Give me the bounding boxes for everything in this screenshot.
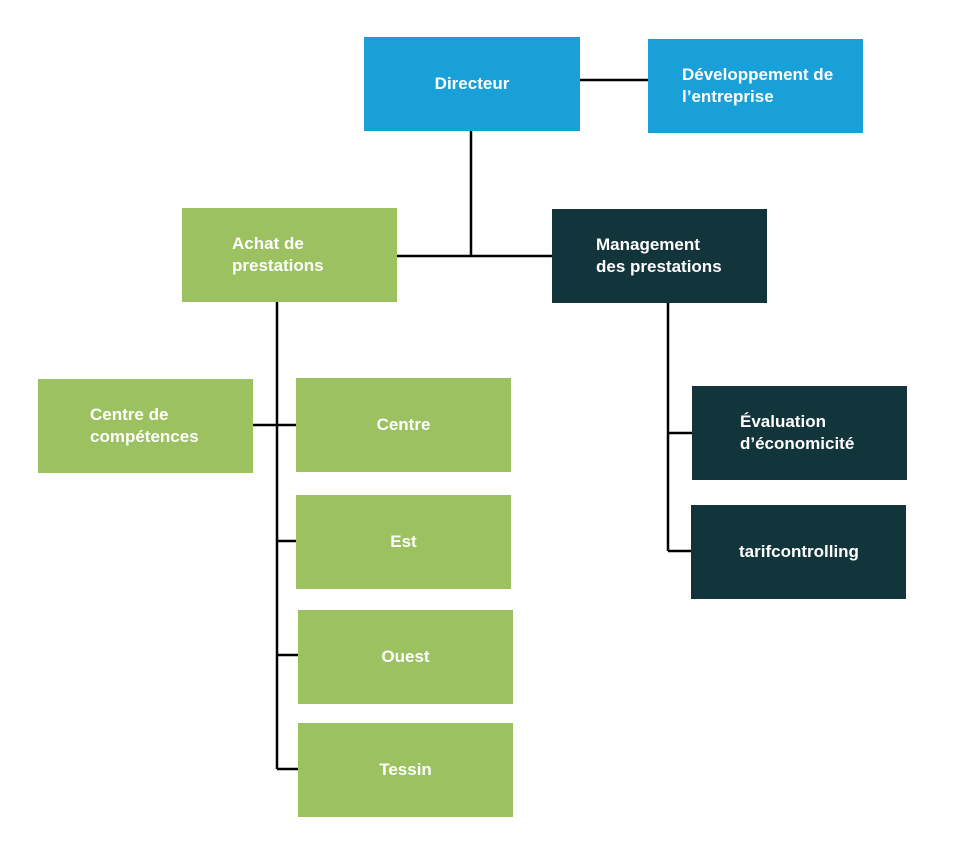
evaluation-box: Évaluation d’économicité <box>692 386 907 480</box>
management-box: Management des prestations <box>552 209 767 303</box>
region-label: Est <box>390 532 417 551</box>
evaluation-label: Évaluation d’économicité <box>740 412 855 453</box>
region-box-est: Est <box>296 495 511 589</box>
tarifcontrolling-label: tarifcontrolling <box>739 542 859 561</box>
region-box-centre: Centre <box>296 378 511 472</box>
region-label: Tessin <box>379 760 432 779</box>
tarifcontrolling-box: tarifcontrolling <box>691 505 906 599</box>
competence-center-box: Centre de compétences <box>38 379 253 473</box>
purchasing-label: Achat de prestations <box>232 234 324 275</box>
purchasing-box: Achat de prestations <box>182 208 397 302</box>
region-box-ouest: Ouest <box>298 610 513 704</box>
region-label: Centre <box>376 415 431 434</box>
business-development-box: Développement de l’entreprise <box>648 39 863 133</box>
director-box: Directeur <box>364 37 580 131</box>
director-label: Directeur <box>434 74 510 93</box>
competence-center-label: Centre de compétences <box>90 405 199 446</box>
region-label: Ouest <box>381 647 430 666</box>
business-development-label: Développement de l’entreprise <box>682 65 834 106</box>
region-box-tessin: Tessin <box>298 723 513 817</box>
management-label: Management des prestations <box>596 235 722 276</box>
